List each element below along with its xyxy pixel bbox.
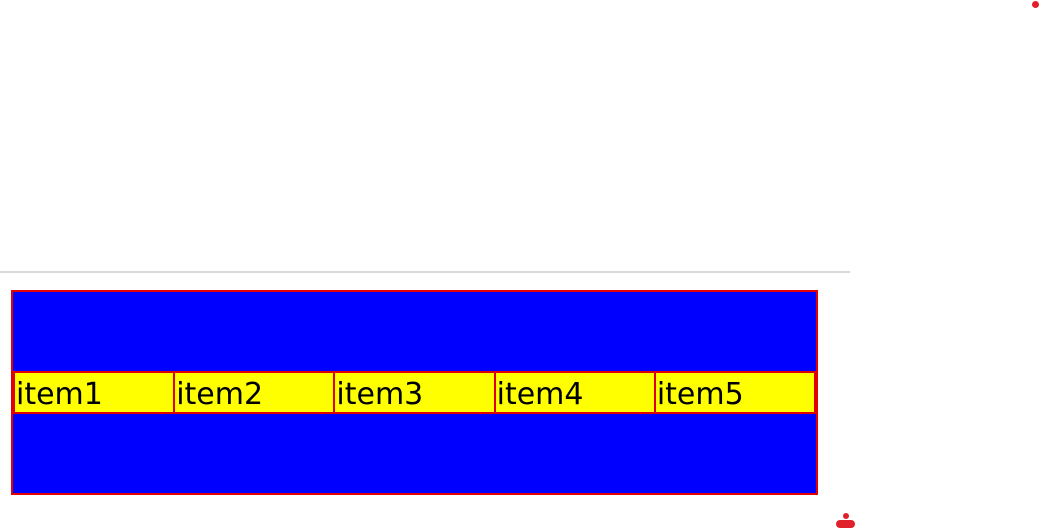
- red-dot-icon: [1032, 1, 1039, 8]
- flex-item-2: item2: [173, 371, 336, 414]
- resize-handle-bar: [836, 520, 855, 528]
- divider: [0, 271, 850, 273]
- flex-item-1: item1: [13, 371, 176, 414]
- flex-item-3: item3: [333, 371, 496, 414]
- resize-handle-knob: [843, 513, 849, 519]
- flex-item-4: item4: [493, 371, 656, 414]
- resize-handle-icon[interactable]: [836, 513, 855, 529]
- flex-container: item1 item2 item3 item4 item5: [11, 290, 818, 495]
- flex-item-5: item5: [653, 371, 817, 414]
